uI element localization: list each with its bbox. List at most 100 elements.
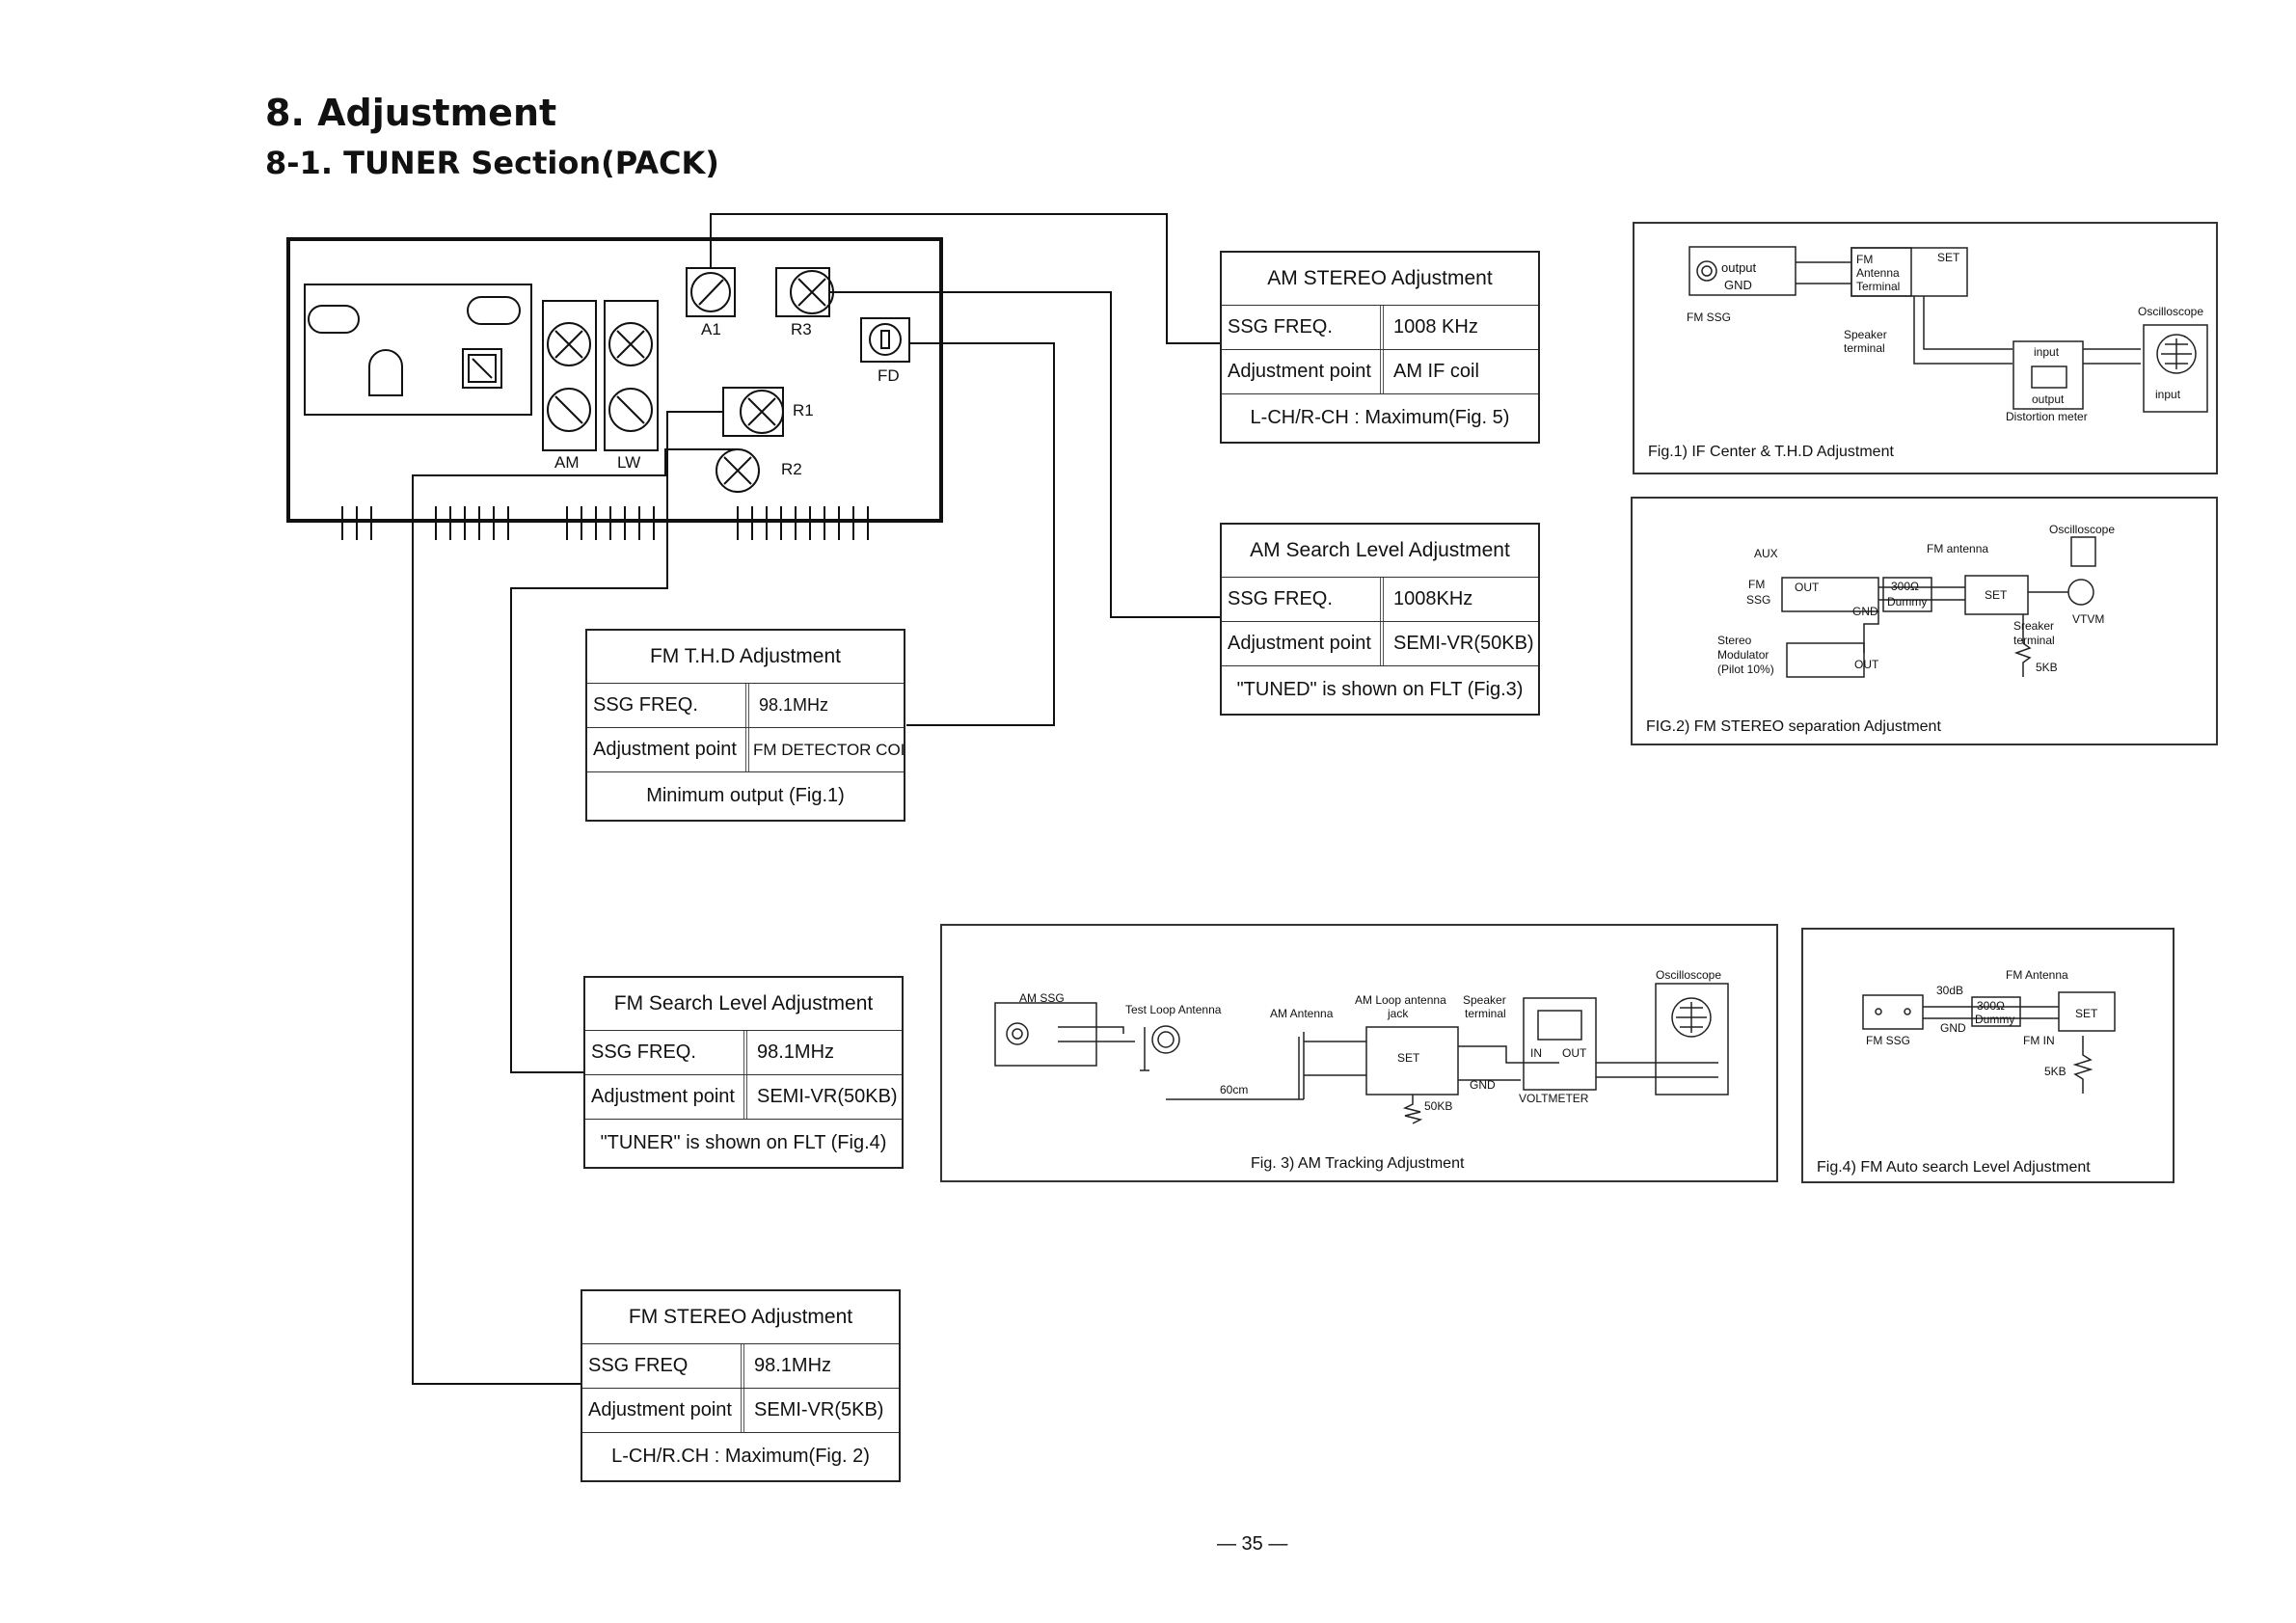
table-foot: "TUNER" is shown on FLT (Fig.4) [600, 1131, 887, 1153]
fig2-pilot-label: (Pilot 10%) [1717, 663, 1774, 676]
fig1-caption: Fig.1) IF Center & T.H.D Adjustment [1648, 444, 1894, 460]
adj-value: AM IF coil [1393, 361, 1479, 382]
fig3-panel: AM SSG Test Loop Antenna AM Antenna AM L… [940, 924, 1778, 1182]
fig2-vtvm-label: VTVM [2072, 612, 2105, 626]
fig3-loop-label: Test Loop Antenna [1125, 1003, 1222, 1016]
fig2-schematic [1781, 536, 2096, 678]
fig4-dummy-label: Dummy [1975, 1013, 2015, 1026]
fig3-am-ssg-label: AM SSG [1019, 991, 1065, 1005]
fig4-ohm-label: 300Ω [1977, 999, 2005, 1013]
adj-value: FM DETECTOR COIL [753, 740, 904, 759]
fig1-speaker-label: Speaker [1844, 328, 1887, 341]
fig3-am-loop-label: AM Loop antenna [1355, 993, 1446, 1007]
fig3-out-label: OUT [1562, 1046, 1587, 1060]
table-title: FM Search Level Adjustment [585, 978, 902, 1031]
ssg-value: 1008KHz [1393, 588, 1473, 609]
fd-label: FD [878, 366, 900, 385]
am-coil-label: AM [554, 453, 580, 472]
fig4-gnd-label: GND [1940, 1021, 1966, 1035]
adj-label: Adjustment point [585, 1075, 747, 1119]
table-foot: "TUNED" is shown on FLT (Fig.3) [1236, 678, 1524, 700]
fig3-set-label: SET [1397, 1051, 1420, 1065]
fig1-fm-label: FM [1856, 253, 1874, 266]
r3-label: R3 [791, 320, 812, 338]
fig3-jack-label: jack [1388, 1007, 1409, 1020]
fig2-fm-label: FM [1748, 578, 1766, 591]
fig1-fm-ssg-label: FM SSG [1687, 311, 1732, 324]
table-foot: L-CH/R.CH : Maximum(Fig. 2) [611, 1445, 870, 1467]
page-heading: 8. Adjustment [265, 92, 557, 134]
fig1-oscilloscope-label: Oscilloscope [2138, 305, 2204, 318]
fig2-speaker-label: Sreaker [2013, 619, 2055, 633]
fig3-in-label: IN [1530, 1046, 1542, 1060]
adj-label: Adjustment point [582, 1389, 744, 1432]
fig3-schematic [994, 983, 1729, 1124]
fig4-fm-in-label: FM IN [2023, 1034, 2055, 1047]
fig3-oscilloscope-label: Oscilloscope [1656, 968, 1722, 982]
am-search-table: AM Search Level Adjustment SSG FREQ. 1008… [1220, 523, 1540, 716]
fig1-schematic [1688, 246, 2208, 413]
fig2-fm-antenna-label: FM antenna [1927, 542, 1989, 555]
fig2-panel: AUX FM SSG OUT GND 300Ω Dummy FM antenna… [1631, 497, 2218, 745]
fm-stereo-table: FM STEREO Adjustment SSG FREQ 98.1MHz Adj… [581, 1289, 901, 1482]
fig3-caption: Fig. 3) AM Tracking Adjustment [1251, 1155, 1465, 1172]
fig2-stereo-label: Stereo [1717, 634, 1752, 647]
adj-value: SEMI-VR(5KB) [754, 1399, 884, 1420]
table-foot: Minimum output (Fig.1) [646, 784, 845, 806]
fig1-input-label: input [2034, 345, 2060, 359]
ssg-label: SSG FREQ. [587, 684, 749, 727]
fig2-out2-label: OUT [1854, 658, 1879, 671]
fig4-set-label: SET [2075, 1007, 2098, 1020]
table-foot: L-CH/R-CH : Maximum(Fig. 5) [1250, 406, 1510, 428]
table-title: FM STEREO Adjustment [582, 1291, 899, 1344]
fig3-voltmeter-label: VOLTMETER [1519, 1092, 1589, 1105]
fig2-oscilloscope-label: Oscilloscope [2049, 523, 2116, 536]
fig2-ssg-label: SSG [1746, 593, 1771, 607]
r1-label: R1 [793, 401, 814, 419]
fig2-caption: FIG.2) FM STEREO separation Adjustment [1646, 718, 1941, 735]
fig1-antenna-label: Antenna [1856, 266, 1900, 280]
fm-search-table: FM Search Level Adjustment SSG FREQ.98.1… [583, 976, 904, 1169]
ssg-value: 98.1MHz [757, 1041, 835, 1063]
fig4-db-label: 30dB [1936, 984, 1964, 997]
fig3-kb-label: 50KB [1424, 1099, 1453, 1113]
ssg-label: SSG FREQ. [1222, 578, 1384, 621]
a1-label: A1 [701, 320, 721, 338]
section-heading: 8-1. TUNER Section(PACK) [265, 145, 719, 181]
fig4-caption: Fig.4) FM Auto search Level Adjustment [1817, 1159, 2091, 1176]
adj-label: Adjustment point [587, 728, 749, 771]
fig3-am-antenna-label: AM Antenna [1270, 1007, 1334, 1020]
fig2-gnd-label: GND [1852, 605, 1878, 618]
fm-thd-table: FM T.H.D Adjustment SSG FREQ.98.1MHz Adj… [585, 629, 905, 822]
fig2-terminal-label: terminal [2013, 634, 2055, 647]
adj-label: Adjustment point [1222, 350, 1384, 393]
table-title: AM STEREO Adjustment [1222, 253, 1538, 306]
fig3-terminal-label: terminal [1465, 1007, 1506, 1020]
fig1-gnd-label: GND [1724, 278, 1752, 292]
fig1-panel: output GND FM SSG FM Antenna Terminal SE… [1633, 222, 2218, 474]
fig4-fm-ssg-label: FM SSG [1866, 1034, 1911, 1047]
fig1-terminal-label: Terminal [1856, 280, 1901, 293]
page-number: — 35 — [1217, 1533, 1288, 1555]
fig4-schematic [1862, 991, 2116, 1094]
fig2-set-label: SET [1985, 588, 2008, 602]
fig4-panel: 30dB GND 300Ω Dummy FM Antenna SET FM IN… [1801, 928, 2174, 1183]
ssg-value: 98.1MHz [759, 695, 829, 715]
adj-value: SEMI-VR(50KB) [757, 1086, 898, 1107]
fig4-kb-label: 5KB [2044, 1065, 2066, 1078]
fig4-fm-antenna-label: FM Antenna [2006, 968, 2068, 982]
fig2-ohm-label: 300Ω [1891, 580, 1919, 593]
ssg-label: SSG FREQ. [1222, 306, 1384, 349]
table-title: AM Search Level Adjustment [1222, 525, 1538, 578]
fig1-set-label: SET [1937, 251, 1960, 264]
fig1-output-label: output [1721, 260, 1757, 275]
ssg-label: SSG FREQ [582, 1344, 744, 1388]
tuner-board-outline [286, 237, 943, 523]
ssg-value: 98.1MHz [754, 1355, 832, 1376]
fig2-aux-label: AUX [1754, 547, 1778, 560]
r2-label: R2 [781, 460, 802, 478]
fig1-input2-label: input [2155, 388, 2181, 401]
am-stereo-table: AM STEREO Adjustment SSG FREQ. 1008 KHz A… [1220, 251, 1540, 444]
adj-value: SEMI-VR(50KB) [1393, 633, 1534, 654]
ssg-value: 1008 KHz [1393, 316, 1478, 338]
